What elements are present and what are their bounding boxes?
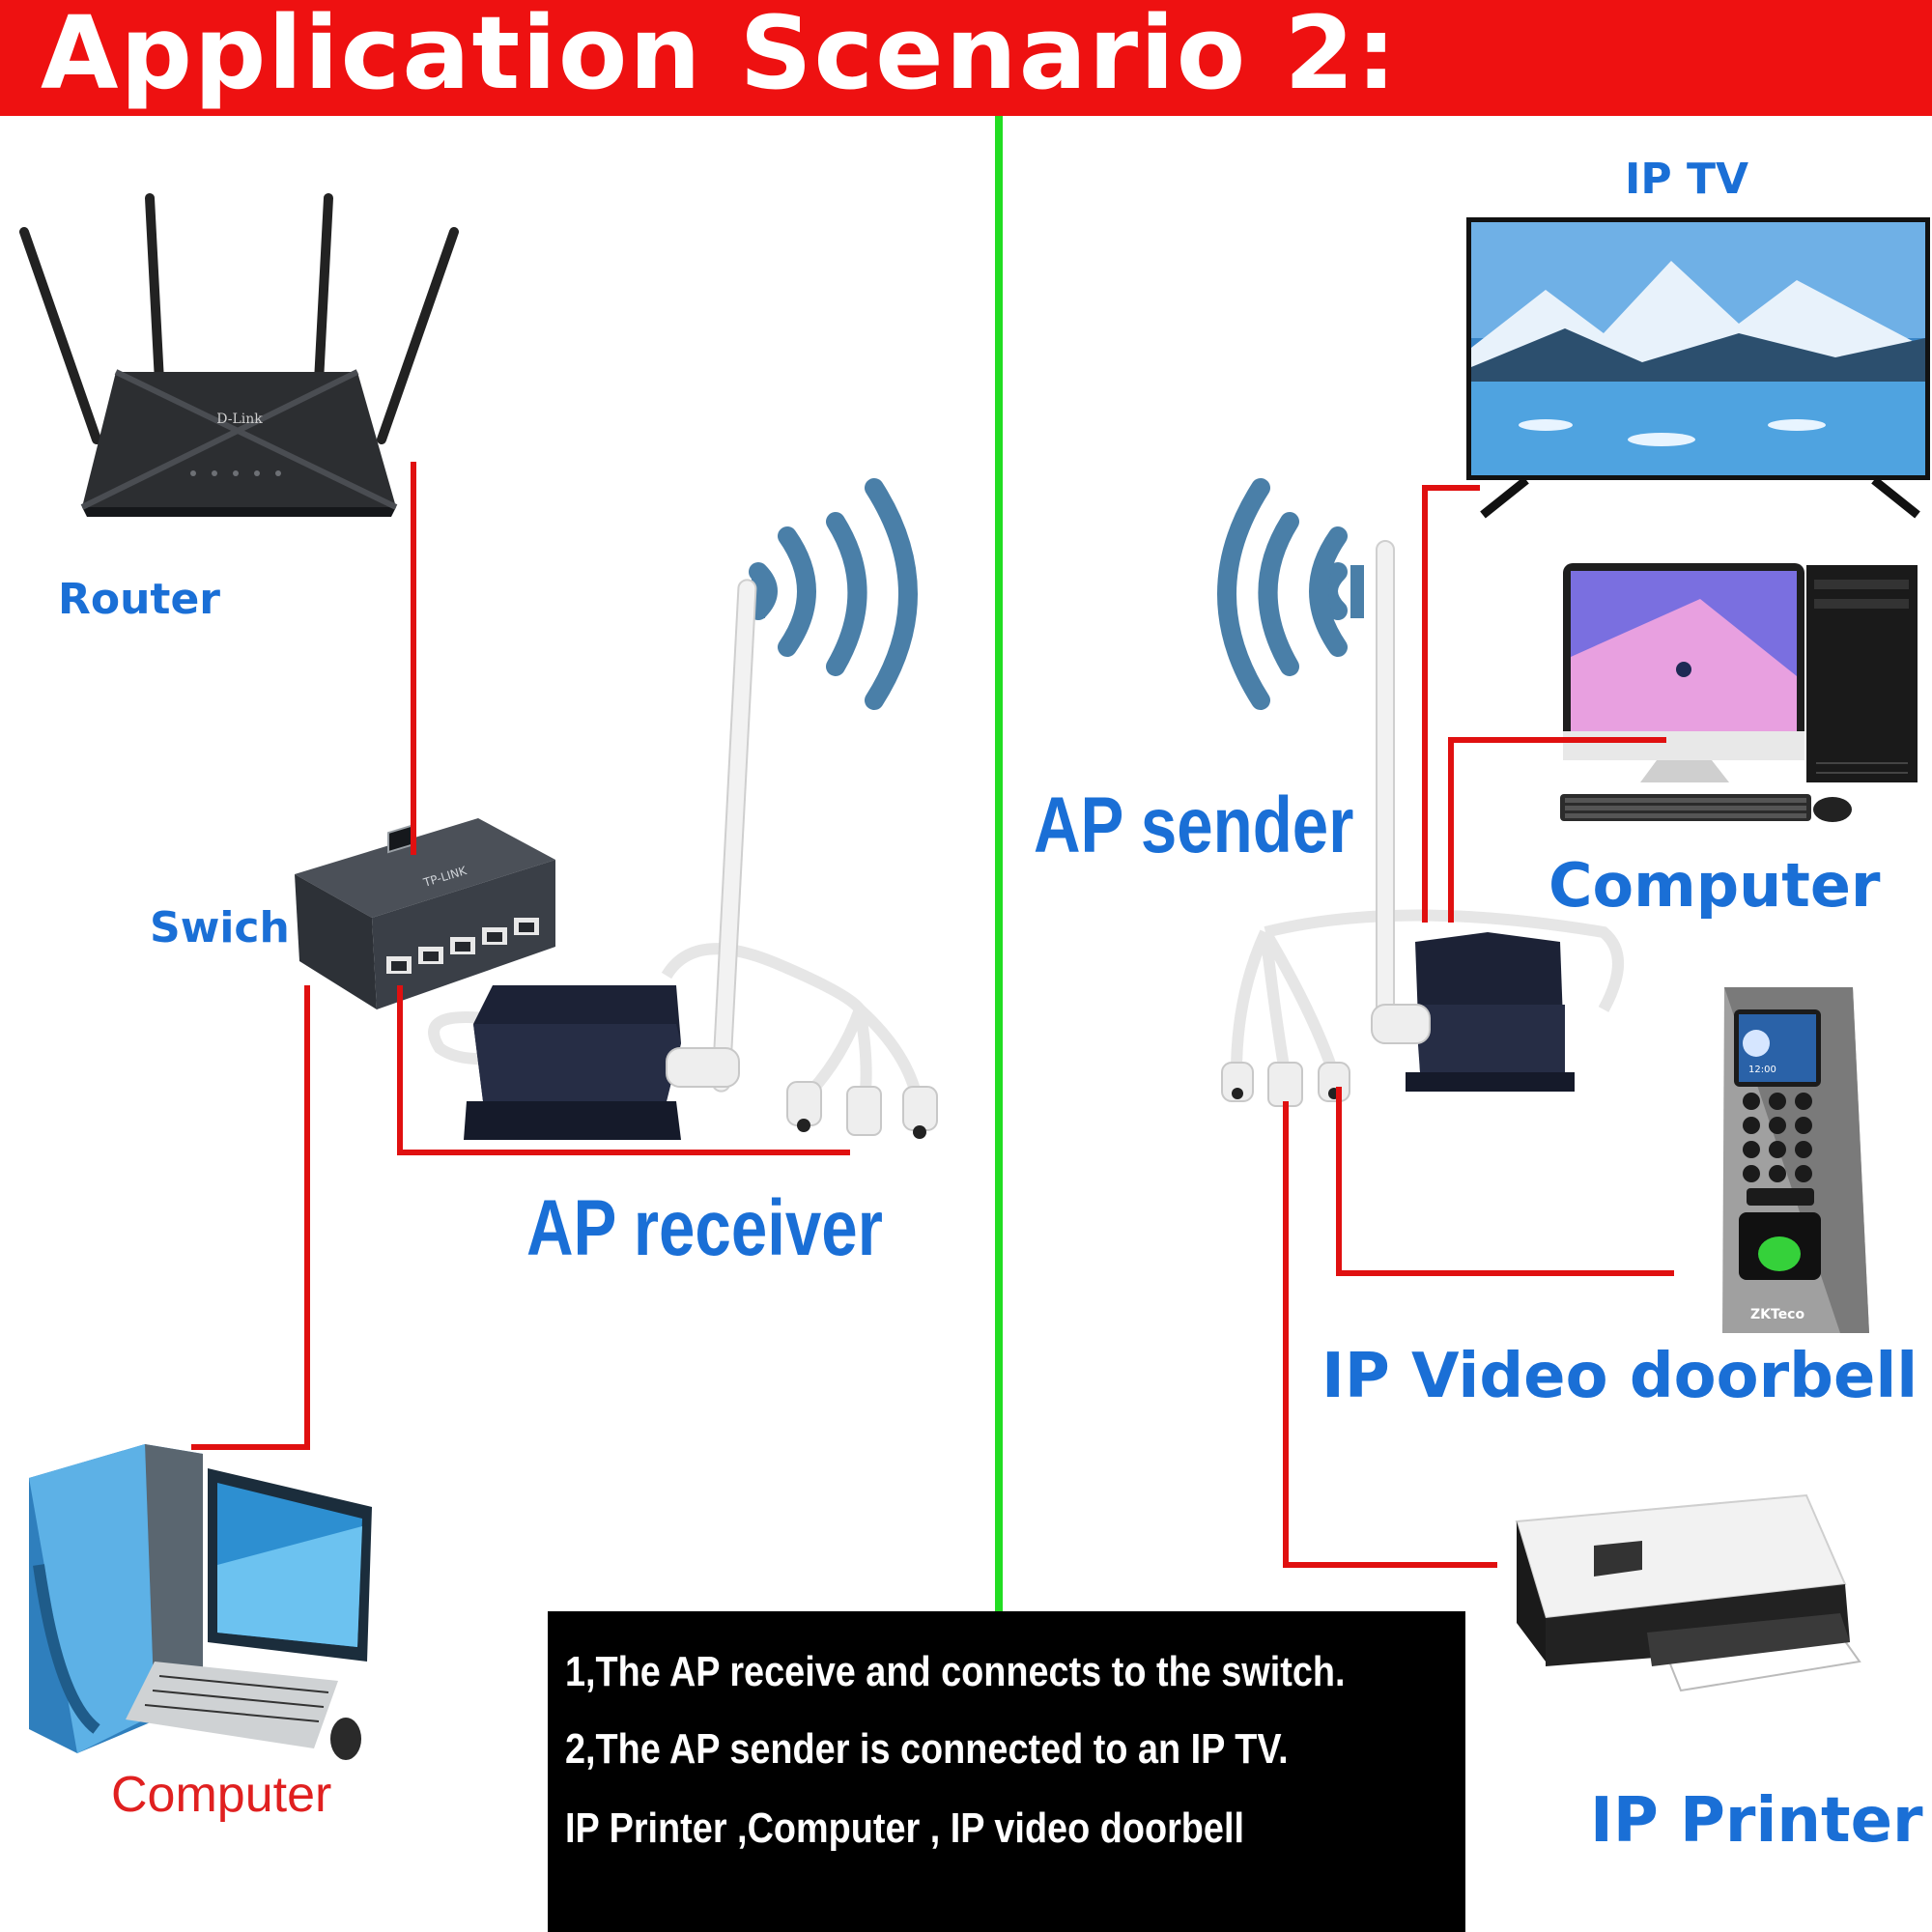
note-3: IP Printer ,Computer , IP video doorbell xyxy=(565,1804,1244,1852)
ap-receiver-icon xyxy=(428,579,938,1140)
note-1: 1,The AP receive and connects to the swi… xyxy=(565,1648,1346,1695)
title-banner: Application Scenario 2: xyxy=(0,0,1932,116)
wifi-signal-core xyxy=(1350,565,1364,618)
router-brand: D-Link xyxy=(216,412,263,427)
note-2: 2,The AP sender is connected to an IP TV… xyxy=(565,1725,1289,1773)
ap-sender-label: AP sender xyxy=(1034,781,1354,869)
wifi-signal-icon xyxy=(749,478,918,710)
doorbell-brand: ZKTeco xyxy=(1750,1307,1804,1322)
page-title: Application Scenario 2: xyxy=(41,0,1399,112)
computer-left-label: Computer xyxy=(111,1767,332,1823)
router-icon: D-Link xyxy=(19,193,459,517)
switch-icon: TP-LINK xyxy=(295,818,555,1009)
ap-sender-icon xyxy=(1221,540,1624,1107)
router-label: Router xyxy=(58,575,221,624)
ip-video-doorbell-label: IP Video doorbell xyxy=(1321,1341,1918,1412)
computer-label: Computer xyxy=(1548,850,1881,921)
wifi-signal-icon xyxy=(1217,478,1348,710)
notes-box: 1,The AP receive and connects to the swi… xyxy=(548,1611,1465,1932)
printer-icon xyxy=(1515,1493,1861,1692)
ethernet-cables xyxy=(191,462,1674,1568)
fingerprint-doorbell-icon: 12:00 ZKTeco xyxy=(1722,987,1869,1333)
ip-printer-label: IP Printer xyxy=(1590,1785,1923,1857)
tv-icon xyxy=(1466,217,1930,519)
pc-workstation-icon xyxy=(29,1444,372,1760)
ip-tv-label: IP TV xyxy=(1625,155,1749,204)
ap-receiver-label: AP receiver xyxy=(526,1184,883,1272)
switch-label: Swich xyxy=(150,903,290,952)
center-divider xyxy=(995,116,1003,1613)
desktop-computer-icon xyxy=(1560,563,1918,822)
doorbell-time: 12:00 xyxy=(1748,1065,1776,1075)
